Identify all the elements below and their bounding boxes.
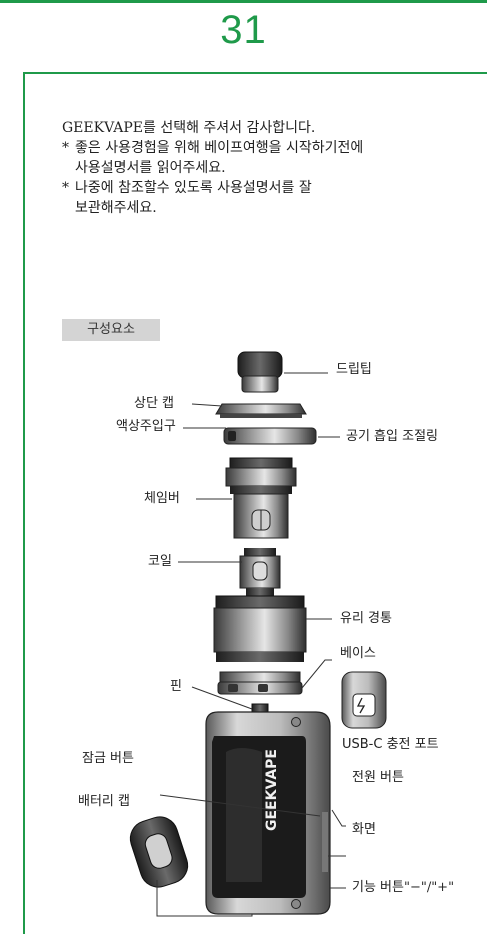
intro-bullet-1: * 좋은 사용경험을 위해 베이프여행을 시작하기전에 사용설명서를 읽어주세요… — [62, 138, 462, 178]
leader-lines — [156, 372, 346, 917]
bullet-1-line-2: 사용설명서를 읽어주세요. — [75, 160, 226, 176]
intro-bullet-2: * 나중에 참조할수 있도록 사용설명서를 잘 보관해주세요. — [62, 178, 462, 218]
bullet-2-line-2: 보관해주세요. — [75, 200, 157, 216]
label-battery-cap: 배터리 캡 — [78, 794, 130, 809]
label-lock-button: 잠금 버튼 — [82, 751, 134, 766]
coil — [239, 548, 281, 600]
bullet-star: * — [62, 180, 69, 196]
drip-tip — [237, 351, 283, 393]
mod-device — [205, 671, 387, 915]
battery-cap — [129, 816, 189, 888]
label-power-button: 전원 버튼 — [352, 770, 404, 785]
top-cap — [215, 403, 307, 418]
bullet-star: * — [62, 140, 69, 156]
chamber — [225, 457, 297, 539]
glass-tube — [213, 595, 307, 662]
intro-thanks: GEEKVAPE를 선택해 주셔서 감사합니다. — [62, 120, 316, 136]
label-usb-port: USB-C 충전 포트 — [342, 737, 439, 752]
intro-text: GEEKVAPE를 선택해 주셔서 감사합니다. * 좋은 사용경험을 위해 베… — [62, 118, 462, 218]
content-frame — [23, 72, 487, 934]
airflow-ring — [223, 427, 317, 445]
label-pin: 핀 — [170, 679, 182, 694]
base — [217, 671, 303, 695]
label-base: 베이스 — [340, 646, 376, 661]
device-brand: GEEKVAPE — [264, 749, 280, 831]
label-drip-tip: 드립팁 — [336, 362, 372, 377]
label-top-cap: 상단 캡 — [134, 396, 175, 411]
bullet-1-line-1: 좋은 사용경험을 위해 베이프여행을 시작하기전에 — [75, 140, 364, 156]
label-function-buttons: 기능 버튼"−"/"+" — [352, 880, 455, 895]
label-coil: 코일 — [148, 554, 172, 569]
top-rule — [0, 0, 487, 3]
label-fill-port: 액상주입구 — [116, 419, 176, 434]
label-glass-tube: 유리 경통 — [340, 611, 392, 626]
label-chamber: 체임버 — [144, 491, 180, 506]
bullet-2-line-1: 나중에 참조할수 있도록 사용설명서를 잘 — [75, 180, 312, 196]
label-airflow-ring: 공기 흡입 조절링 — [346, 429, 438, 444]
section-title: 구성요소 — [62, 319, 160, 341]
label-screen: 화면 — [352, 822, 376, 837]
page-number: 31 — [220, 8, 267, 52]
